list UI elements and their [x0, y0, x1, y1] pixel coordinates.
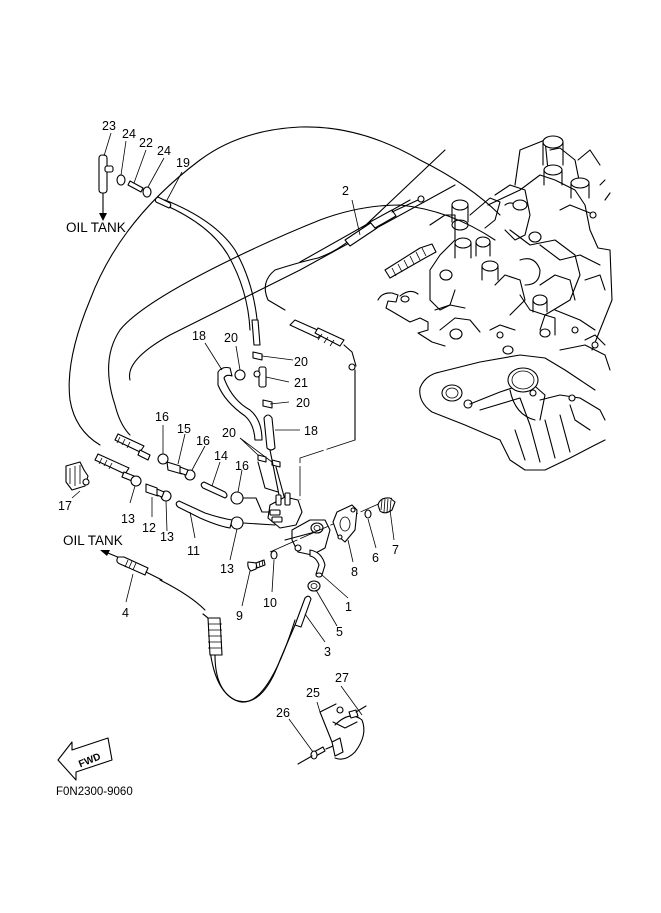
callout-11: 11 — [187, 544, 200, 558]
part-18-hose-left — [217, 366, 263, 441]
part-3-hose — [294, 595, 312, 628]
callout-9: 9 — [236, 609, 243, 623]
part-24-clip — [116, 174, 152, 198]
oil-tank-arrow-left — [100, 550, 121, 559]
part-4-hose — [116, 556, 296, 703]
callout-6: 6 — [372, 551, 379, 565]
callout-numbers: 23 24 22 24 19 2 18 20 20 21 20 18 20 16… — [58, 119, 399, 720]
part-23-joint — [98, 154, 114, 221]
part-10-washer — [270, 550, 278, 560]
callout-1: 1 — [345, 600, 352, 614]
callout-18: 18 — [192, 329, 206, 343]
callout-15: 15 — [177, 422, 191, 436]
callout-26: 26 — [276, 706, 290, 720]
callout-27: 27 — [335, 671, 349, 685]
part-12-check-valve — [145, 483, 165, 498]
callout-3: 3 — [324, 645, 331, 659]
callout-16: 16 — [235, 459, 249, 473]
part-1-oil-pump — [267, 492, 331, 578]
callout-23: 23 — [102, 119, 116, 133]
callout-16: 16 — [196, 434, 210, 448]
callout-20: 20 — [224, 331, 238, 345]
engine-block — [377, 135, 613, 471]
part-19-hose-lower-end — [251, 319, 261, 346]
callout-20: 20 — [296, 396, 310, 410]
figure-code: F0N2300-9060 — [56, 786, 133, 798]
part-21-joint — [253, 366, 267, 388]
fwd-direction-icon: FWD — [57, 737, 113, 781]
part-9-bolt — [247, 559, 266, 572]
callout-13: 13 — [121, 512, 135, 526]
part-2-control-cable — [289, 195, 437, 441]
callout-8: 8 — [351, 565, 358, 579]
callout-13: 13 — [160, 530, 174, 544]
part-27-band — [334, 705, 367, 760]
assembly-axis-line — [269, 439, 393, 553]
callout-2: 2 — [342, 184, 349, 198]
part-8-gasket — [332, 504, 358, 543]
hose-routes — [68, 126, 501, 703]
part-15-check-valve — [166, 461, 189, 476]
oil-tank-label-top: OIL TANK — [66, 220, 126, 235]
callout-24: 24 — [122, 127, 136, 141]
part-19-hose-end — [154, 196, 172, 209]
part-6-o-ring — [364, 509, 372, 519]
callout-19: 19 — [176, 156, 190, 170]
callout-5: 5 — [336, 625, 343, 639]
callout-24: 24 — [157, 144, 171, 158]
part-5-clip — [307, 580, 321, 592]
part-22-joint — [127, 180, 144, 193]
part-26-rivet — [297, 745, 334, 765]
leader-pipes — [242, 461, 286, 526]
part-11-hose — [175, 500, 233, 529]
part-25-clamp — [319, 703, 358, 757]
callout-16: 16 — [155, 410, 169, 424]
callout-17: 17 — [58, 499, 72, 513]
part-17-holder — [65, 461, 90, 491]
hose-ends-left — [94, 433, 151, 482]
leader-lines — [71, 132, 395, 753]
callout-21: 21 — [294, 376, 308, 390]
callout-25: 25 — [306, 686, 320, 700]
callout-4: 4 — [122, 606, 129, 620]
part-20-clips — [234, 351, 281, 468]
callout-14: 14 — [214, 449, 228, 463]
callout-18: 18 — [304, 424, 318, 438]
callout-22: 22 — [139, 136, 153, 150]
callout-13: 13 — [220, 562, 234, 576]
callout-20: 20 — [222, 426, 236, 440]
part-7-drive-gear — [377, 497, 396, 514]
callout-12: 12 — [142, 521, 156, 535]
callout-20: 20 — [294, 355, 308, 369]
callout-10: 10 — [263, 596, 277, 610]
oil-tank-label-left: OIL TANK — [63, 533, 123, 548]
part-14-hose — [200, 481, 228, 499]
callout-7: 7 — [392, 543, 399, 557]
